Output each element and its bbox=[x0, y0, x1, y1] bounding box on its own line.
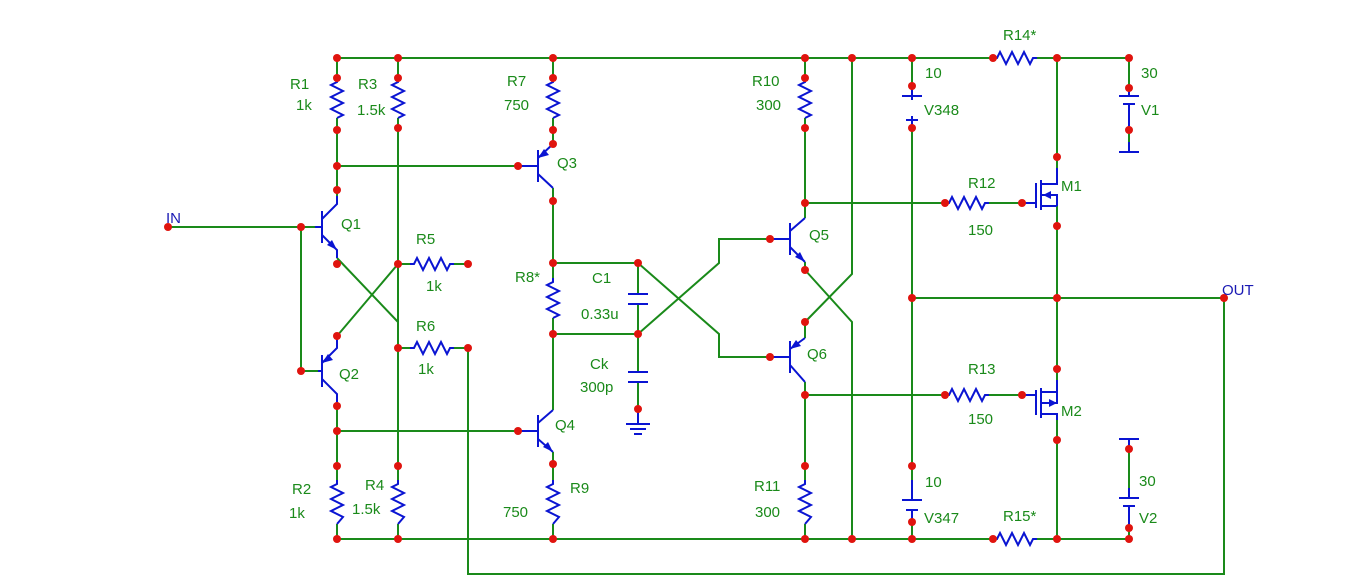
r13-symbol bbox=[945, 386, 989, 404]
r5-ref: R5 bbox=[416, 231, 435, 248]
q1-symbol bbox=[315, 196, 338, 258]
r4-ref: R4 bbox=[365, 477, 384, 494]
m2-symbol bbox=[1022, 380, 1058, 420]
c1-value: 0.33u bbox=[581, 306, 619, 323]
v347-value: 10 bbox=[925, 474, 942, 491]
c1-ref: C1 bbox=[592, 270, 611, 287]
r9-symbol bbox=[544, 480, 562, 525]
bjts bbox=[315, 143, 806, 453]
r12-value: 150 bbox=[968, 222, 993, 239]
r9-value: 750 bbox=[503, 504, 528, 521]
m1-symbol bbox=[1022, 168, 1058, 210]
nodes bbox=[164, 54, 1228, 543]
q6-label: Q6 bbox=[807, 346, 827, 363]
v1-ref: V1 bbox=[1141, 102, 1159, 119]
r1-value: 1k bbox=[296, 97, 312, 114]
q4-symbol bbox=[518, 409, 554, 453]
r3-ref: R3 bbox=[358, 76, 377, 93]
wires bbox=[168, 57, 1225, 575]
r12-ref: R12 bbox=[968, 175, 996, 192]
c1-symbol bbox=[628, 293, 648, 305]
r6-value: 1k bbox=[418, 361, 434, 378]
resistors bbox=[328, 49, 1037, 548]
ck-value: 300p bbox=[580, 379, 613, 396]
in-label: IN bbox=[166, 210, 181, 227]
v2-symbol bbox=[1119, 438, 1139, 528]
r6-ref: R6 bbox=[416, 318, 435, 335]
r10-symbol bbox=[796, 78, 814, 119]
r10-value: 300 bbox=[756, 97, 781, 114]
r12-symbol bbox=[945, 194, 989, 212]
ground-symbol bbox=[626, 409, 650, 435]
r11-ref: R11 bbox=[754, 478, 780, 495]
r11-symbol bbox=[796, 480, 814, 525]
q2-label: Q2 bbox=[339, 366, 359, 383]
out-label: OUT bbox=[1222, 282, 1254, 299]
q2-symbol bbox=[318, 336, 338, 406]
r13-ref: R13 bbox=[968, 361, 996, 378]
r7-ref: R7 bbox=[507, 73, 526, 90]
q3-symbol bbox=[518, 143, 554, 189]
r1-symbol bbox=[328, 78, 346, 119]
v1-value: 30 bbox=[1141, 65, 1158, 82]
r4-value: 1.5k bbox=[352, 501, 381, 518]
r8-ref: R8* bbox=[515, 269, 540, 286]
v347-ref: V347 bbox=[924, 510, 959, 527]
r1-ref: R1 bbox=[290, 76, 309, 93]
m2-label: M2 bbox=[1061, 403, 1082, 420]
v347-symbol bbox=[902, 480, 922, 522]
r5-value: 1k bbox=[426, 278, 442, 295]
r2-value: 1k bbox=[289, 505, 305, 522]
r3-symbol bbox=[389, 78, 407, 119]
v2-ref: V2 bbox=[1139, 510, 1157, 527]
ck-ref: Ck bbox=[590, 356, 609, 373]
r9-ref: R9 bbox=[570, 480, 589, 497]
ck-symbol bbox=[628, 371, 648, 383]
r15-symbol bbox=[993, 530, 1037, 548]
r8-symbol bbox=[544, 278, 562, 319]
mosfets bbox=[1022, 168, 1058, 420]
r2-symbol bbox=[328, 480, 346, 525]
r7-value: 750 bbox=[504, 97, 529, 114]
v348-value: 10 bbox=[925, 65, 942, 82]
r14-symbol bbox=[993, 49, 1037, 67]
labels: IN OUT R1 1k R3 1.5k R7 750 R10 300 R14*… bbox=[166, 27, 1254, 527]
v1-symbol bbox=[1119, 88, 1139, 153]
r4-symbol bbox=[389, 480, 407, 525]
m1-label: M1 bbox=[1061, 178, 1082, 195]
q1-label: Q1 bbox=[341, 216, 361, 233]
r5-symbol bbox=[410, 255, 454, 273]
r14-ref: R14* bbox=[1003, 27, 1037, 44]
q4-label: Q4 bbox=[555, 417, 575, 434]
q6-symbol bbox=[770, 337, 806, 383]
r11-value: 300 bbox=[755, 504, 780, 521]
r15-ref: R15* bbox=[1003, 508, 1037, 525]
voltage-sources bbox=[902, 86, 1139, 528]
q5-symbol bbox=[770, 217, 806, 263]
r13-value: 150 bbox=[968, 411, 993, 428]
capacitors bbox=[626, 293, 650, 435]
r10-ref: R10 bbox=[752, 73, 780, 90]
r2-ref: R2 bbox=[292, 481, 311, 498]
v348-symbol bbox=[902, 86, 922, 128]
q5-label: Q5 bbox=[809, 227, 829, 244]
r6-symbol bbox=[410, 339, 454, 357]
q3-label: Q3 bbox=[557, 155, 577, 172]
r7-symbol bbox=[544, 78, 562, 119]
v2-value: 30 bbox=[1139, 473, 1156, 490]
r3-value: 1.5k bbox=[357, 102, 386, 119]
v348-ref: V348 bbox=[924, 102, 959, 119]
